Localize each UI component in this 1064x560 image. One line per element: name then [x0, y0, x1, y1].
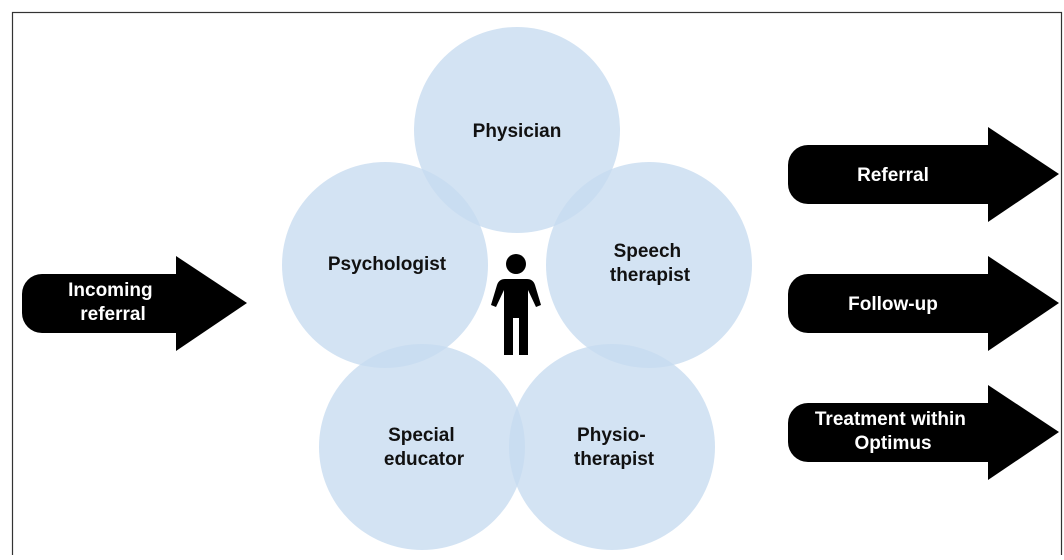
- circle-physician: [414, 27, 620, 233]
- incoming-referral-label: Incoming referral: [68, 280, 158, 325]
- follow-up-arrow: Follow-up: [788, 256, 1059, 351]
- circle-physiotherapist: [509, 344, 715, 550]
- incoming-referral-arrow: Incoming referral: [22, 256, 247, 351]
- referral-arrow: Referral: [788, 127, 1059, 222]
- label-special-educator: Special educator: [384, 425, 465, 470]
- team-circles: [282, 27, 752, 550]
- circle-psychologist: [282, 162, 488, 368]
- label-physician: Physician: [473, 121, 562, 142]
- follow-up-label: Follow-up: [848, 294, 938, 315]
- treatment-arrow: Treatment within Optimus: [788, 385, 1059, 480]
- circle-speech-therapist: [546, 162, 752, 368]
- diagram-border: [11, 11, 1063, 560]
- patient-person-icon: [491, 254, 541, 355]
- label-physiotherapist: Physio- therapist: [574, 425, 655, 470]
- label-speech-therapist: Speech therapist: [610, 241, 691, 286]
- team-labels: Physician Psychologist Speech therapist …: [328, 121, 691, 470]
- circle-special-educator: [319, 344, 525, 550]
- treatment-label: Treatment within Optimus: [815, 409, 971, 454]
- label-psychologist: Psychologist: [328, 254, 447, 275]
- referral-label: Referral: [857, 165, 929, 186]
